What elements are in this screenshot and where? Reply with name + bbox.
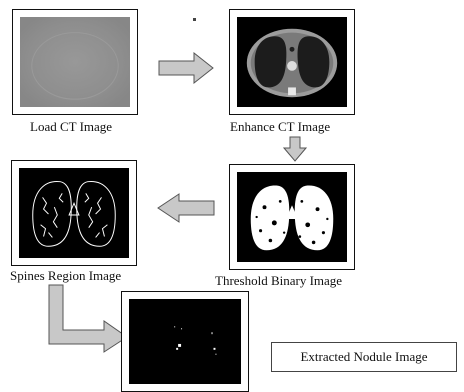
threshold-binary-image bbox=[237, 172, 347, 262]
spines-region-image bbox=[19, 168, 129, 258]
load-ct-caption: Load CT Image bbox=[30, 119, 113, 134]
extracted-nodule-label: Extracted Nodule Image bbox=[271, 342, 457, 372]
arrow-down-icon bbox=[283, 136, 307, 162]
enhance-ct-image-frame bbox=[229, 9, 355, 115]
load-ct-image bbox=[20, 17, 130, 107]
enhance-ct-caption: Enhance CT Image bbox=[230, 119, 331, 134]
spines-region-caption: Spines Region Image bbox=[10, 268, 122, 283]
stray-mark bbox=[193, 18, 196, 21]
spines-region-image-frame bbox=[11, 160, 137, 266]
arrow-left-icon bbox=[157, 193, 215, 223]
extracted-nodule-image-frame bbox=[121, 291, 249, 392]
arrow-right-icon bbox=[158, 52, 214, 84]
threshold-binary-caption: Threshold Binary Image bbox=[215, 273, 343, 288]
arrow-elbow-icon bbox=[48, 284, 128, 354]
threshold-binary-image-frame bbox=[229, 164, 355, 270]
enhance-ct-image bbox=[237, 17, 347, 107]
load-ct-image-frame bbox=[12, 9, 138, 115]
extracted-nodule-image bbox=[129, 299, 241, 384]
